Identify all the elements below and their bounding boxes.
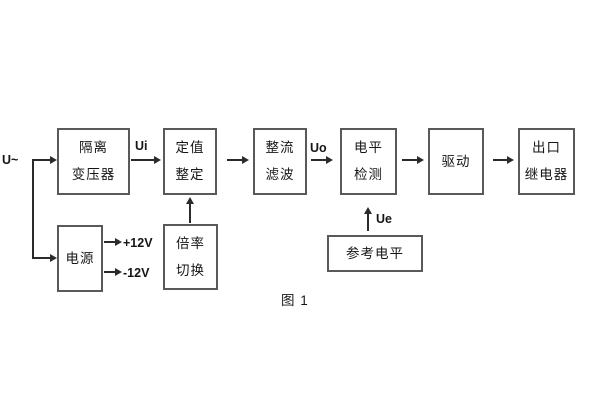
block-ratio-switch: 倍率 切换	[163, 224, 218, 290]
block-label: 切换	[176, 262, 205, 278]
arrow-line	[189, 204, 191, 223]
arrow-line	[367, 214, 369, 231]
block-label: 隔离	[79, 140, 108, 156]
arrow-head-icon	[186, 197, 194, 204]
label-uo: Uo	[310, 141, 327, 155]
arrow-line	[402, 159, 417, 161]
arrow-line	[104, 241, 115, 243]
block-output-relay: 出口 继电器	[518, 128, 575, 195]
arrow-line	[104, 271, 115, 273]
arrow-head-icon	[364, 207, 372, 214]
figure-caption: 图 1	[281, 293, 309, 308]
block-label: 变压器	[71, 167, 116, 182]
arrow-head-icon	[417, 156, 424, 164]
block-power-supply: 电源	[57, 225, 103, 292]
block-label: 整定	[175, 167, 205, 182]
label-ui: Ui	[135, 139, 148, 153]
label-input-voltage: U~	[2, 153, 19, 167]
label-minus-12v: -12V	[123, 266, 150, 280]
label-ue: Ue	[376, 212, 392, 226]
block-label: 检测	[354, 167, 383, 182]
block-rectify-filter: 整流 滤波	[253, 128, 307, 195]
arrow-head-icon	[507, 156, 514, 164]
arrow-head-icon	[326, 156, 333, 164]
arrow-head-icon	[115, 238, 122, 246]
block-label: 驱动	[441, 153, 471, 169]
block-drive: 驱动	[428, 128, 484, 195]
arrow-head-icon	[154, 156, 161, 164]
arrow-line	[493, 159, 507, 161]
arrow-head-icon	[115, 268, 122, 276]
block-label: 参考电平	[346, 245, 404, 261]
block-label: 倍率	[176, 235, 205, 251]
block-label: 电平	[354, 140, 383, 156]
arrow-head-icon	[50, 156, 57, 164]
arrow-head-icon	[50, 254, 57, 262]
arrow-head-icon	[242, 156, 249, 164]
label-plus-12v: +12V	[123, 236, 153, 250]
block-label: 电源	[65, 250, 95, 266]
block-isolation-transformer: 隔离 变压器	[57, 128, 130, 195]
arrow-line	[33, 159, 50, 161]
arrow-line	[33, 257, 50, 259]
arrow-line	[131, 159, 154, 161]
arrow-line	[227, 159, 242, 161]
block-label: 出口	[532, 140, 561, 156]
block-reference-level: 参考电平	[327, 235, 423, 272]
input-trunk-line	[32, 159, 34, 259]
arrow-line	[311, 159, 326, 161]
block-label: 定值	[175, 140, 205, 156]
block-value-setting: 定值 整定	[163, 128, 217, 195]
block-label: 滤波	[265, 167, 295, 182]
block-level-detection: 电平 检测	[340, 128, 397, 195]
block-label: 继电器	[524, 167, 569, 182]
block-label: 整流	[265, 140, 295, 156]
